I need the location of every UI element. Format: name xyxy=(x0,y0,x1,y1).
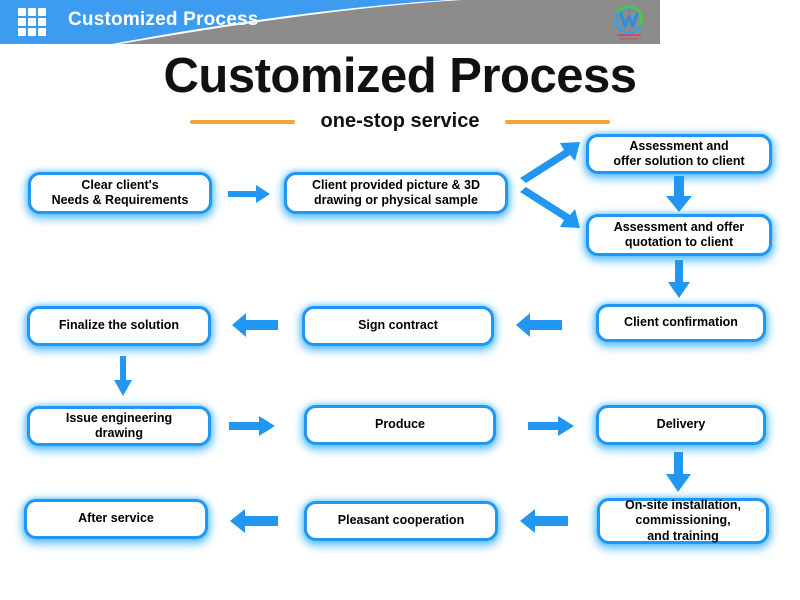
flow-box-label: Pleasant cooperation xyxy=(337,513,465,528)
arrow-picture-to-quotation xyxy=(518,187,584,230)
header-bar: Customized Process xyxy=(0,0,660,44)
flow-box-client-confirmation[interactable]: Client confirmation xyxy=(596,304,766,342)
flow-box-onsite-installation[interactable]: On-site installation,commissioning,and t… xyxy=(597,498,769,544)
arrow-produce-to-delivery xyxy=(528,414,576,438)
flow-box-label: Finalize the solution xyxy=(58,318,180,333)
arrow-confirmation-to-contract xyxy=(514,312,564,338)
arrow-drawing-to-produce xyxy=(229,414,277,438)
flow-box-produce[interactable]: Produce xyxy=(304,405,496,445)
grid-3x3-icon[interactable] xyxy=(18,8,46,36)
flow-box-sign-contract[interactable]: Sign contract xyxy=(302,306,494,346)
flow-box-label: Produce xyxy=(374,417,425,432)
flow-box-label: On-site installation,commissioning,and t… xyxy=(625,498,741,543)
flow-box-after-service[interactable]: After service xyxy=(24,499,208,539)
arrow-needs-to-picture xyxy=(228,182,272,206)
header-title: Customized Process xyxy=(68,9,259,30)
arrow-picture-to-solution xyxy=(518,140,584,183)
flow-box-pleasant-cooperation[interactable]: Pleasant cooperation xyxy=(304,501,498,541)
flow-box-delivery[interactable]: Delivery xyxy=(596,405,766,445)
page-title: Customized Process xyxy=(163,49,638,103)
arrow-onsite-to-cooperation xyxy=(518,508,570,534)
flow-box-label: After service xyxy=(78,511,154,526)
arrow-finalize-to-drawing xyxy=(110,356,136,398)
arrow-contract-to-finalize xyxy=(230,312,280,338)
subtitle-rule-right xyxy=(505,119,611,124)
flow-box-label: Sign contract xyxy=(358,318,438,333)
arrow-cooperation-to-after xyxy=(228,508,280,534)
arrow-solution-to-quotation xyxy=(664,176,694,214)
subtitle-row: one-stop service xyxy=(0,110,800,133)
page-subtitle: one-stop service xyxy=(320,110,480,132)
flow-box-label: Delivery xyxy=(656,417,706,432)
arrow-quotation-to-confirmation xyxy=(666,260,692,300)
flow-box-label: Client confirmation xyxy=(624,315,738,330)
flow-box-finalize-the-solution[interactable]: Finalize the solution xyxy=(27,306,211,346)
arrow-delivery-to-onsite xyxy=(664,452,694,494)
header-background xyxy=(0,0,660,44)
company-logo-icon xyxy=(614,4,644,40)
subtitle-rule-left xyxy=(189,119,295,124)
